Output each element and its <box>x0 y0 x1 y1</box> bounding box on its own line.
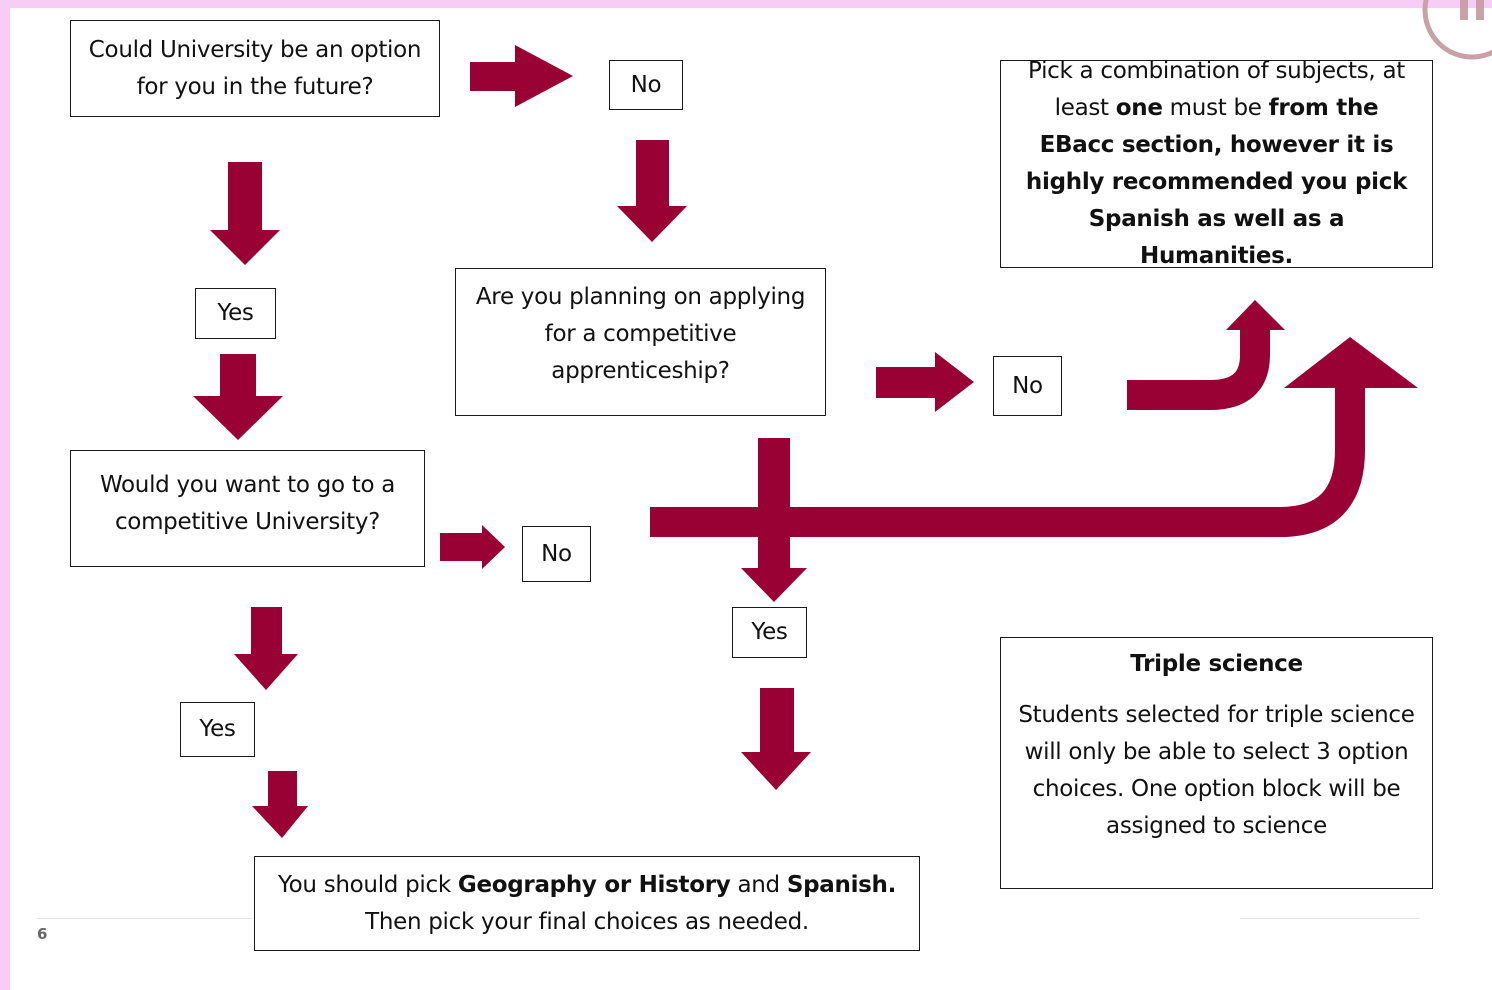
question-apprenticeship-box: Are you planning on applying for a compe… <box>455 268 826 416</box>
arrow-right-2 <box>876 352 974 412</box>
outcome-pick-spanish: Spanish. <box>786 871 897 898</box>
outcome-combination-prefix: Pick a combination of subjects, at least <box>1028 58 1405 121</box>
answer-yes-text-2: Yes <box>751 619 788 645</box>
arrow-right-3 <box>440 525 505 569</box>
answer-no-box-2: No <box>993 356 1062 416</box>
outcome-combination-box: Pick a combination of subjects, at least… <box>1000 58 1433 269</box>
answer-no-text-1: No <box>630 71 662 98</box>
arrow-down-5 <box>234 607 298 690</box>
answer-no-box-1: No <box>609 60 683 110</box>
outcome-combination-mid: must be <box>1162 95 1269 121</box>
answer-no-text-2: No <box>1012 372 1043 399</box>
answer-no-box-3: No <box>522 526 591 582</box>
answer-yes-box-1: Yes <box>195 288 276 339</box>
arrow-down-3 <box>193 354 283 440</box>
outcome-pick-and: and <box>730 871 787 898</box>
outcome-combination-bold-one: one <box>1115 95 1163 121</box>
triple-science-body: Students selected for triple science wil… <box>1018 702 1415 839</box>
school-logo-icon <box>1422 0 1492 60</box>
outcome-pick-subjects: Geography or History <box>457 871 731 898</box>
outcome-pick-line2: Then pick your final choices as needed. <box>365 908 809 935</box>
question-competitive-university-box: Would you want to go to a competitive Un… <box>70 450 425 567</box>
answer-yes-text-1: Yes <box>217 300 254 326</box>
answer-yes-box-2: Yes <box>732 607 807 658</box>
page-frame-top <box>0 0 1492 8</box>
outcome-combination-text: Pick a combination of subjects, at least… <box>1014 53 1419 275</box>
question-university-text: Could University be an option for you in… <box>88 36 422 100</box>
question-competitive-university-text: Would you want to go to a competitive Un… <box>99 471 396 535</box>
footer-divider-right <box>1240 918 1420 919</box>
answer-yes-text-3: Yes <box>199 716 236 742</box>
arrow-down-7 <box>741 688 811 790</box>
triple-science-title: Triple science <box>1130 651 1303 677</box>
footer-divider-left <box>37 918 252 919</box>
outcome-combination-bold-rest: from the EBacc section, however it is hi… <box>1025 95 1408 269</box>
outcome-pick-box: You should pick Geography or History and… <box>254 856 920 951</box>
arrow-right-1 <box>470 45 573 107</box>
arrow-down-1 <box>210 162 280 265</box>
page-frame-left <box>0 0 10 990</box>
arrow-down-2 <box>617 140 687 242</box>
outcome-pick-line1: You should pick Geography or History and… <box>278 867 896 904</box>
triple-science-box: Triple science Students selected for tri… <box>1000 637 1433 889</box>
answer-no-text-3: No <box>541 540 572 567</box>
answer-yes-box-3: Yes <box>180 702 255 757</box>
question-university-box: Could University be an option for you in… <box>70 20 440 117</box>
page-number: 6 <box>37 925 48 943</box>
outcome-pick-prefix: You should pick <box>277 871 458 898</box>
arrow-curve-up-small <box>1127 322 1270 410</box>
arrow-down-6 <box>252 771 308 838</box>
arrow-curve-up-large <box>650 386 1365 537</box>
question-apprenticeship-text: Are you planning on applying for a compe… <box>475 283 806 384</box>
